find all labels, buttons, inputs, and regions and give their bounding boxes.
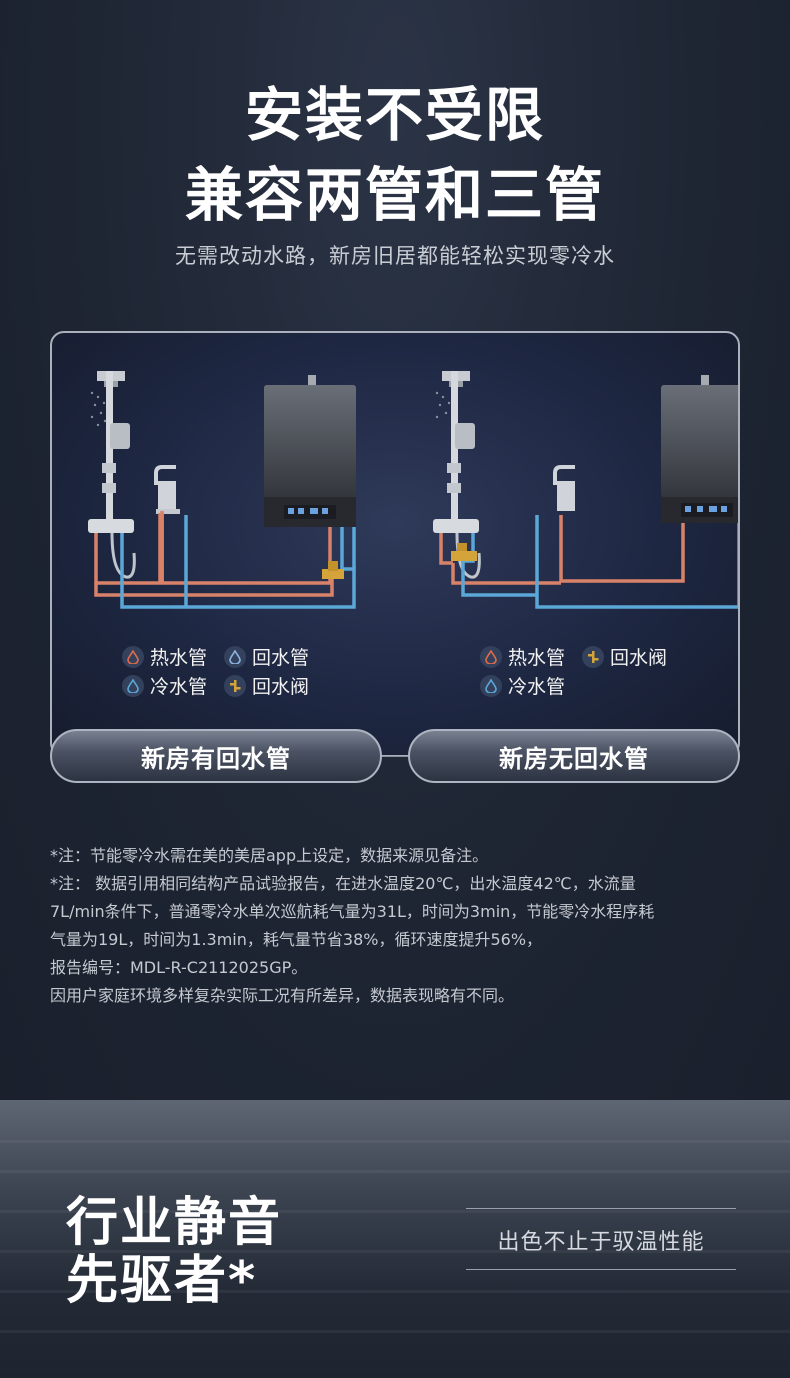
with-return-pipe-button[interactable]: 新房有回水管	[50, 729, 382, 783]
legend-return-valve-right: 回水阀	[582, 643, 667, 670]
note-line-5: 报告编号：MDL-R-C2112025GP。	[50, 958, 308, 977]
installation-diagram-panel: 热水管 回水管 冷水管 回水阀 热水管	[50, 331, 740, 757]
hot-water-drop-icon	[480, 645, 502, 668]
note-line-2: *注： 数据引用相同结构产品试验报告，在进水温度20℃，出水温度42℃，水流量	[50, 874, 636, 893]
valve-icon	[582, 645, 604, 668]
subtitle: 无需改动水路，新房旧居都能轻松实现零冷水	[175, 244, 615, 268]
note-line-1: *注：节能零冷水需在美的美居app上设定，数据来源见备注。	[50, 846, 489, 865]
pill-connector	[382, 756, 408, 757]
legend-return-valve: 回水阀	[224, 672, 309, 699]
faucet-icon	[553, 465, 575, 511]
bottom-title-line-1: 行业静音	[66, 1193, 283, 1253]
shower-icon	[433, 371, 481, 579]
bottom-subtitle: 出色不止于驭温性能	[497, 1230, 705, 1255]
note-line-4: 气量为19L，时间为1.3min，耗气量节省38%，循环速度提升56%，	[50, 930, 543, 949]
hot-water-drop-icon	[122, 645, 144, 668]
hot-pipe-line	[94, 527, 332, 585]
three-pipe-diagram	[88, 371, 356, 609]
cold-pipe-line	[120, 527, 356, 609]
without-return-pipe-button[interactable]: 新房无回水管	[408, 729, 740, 783]
headline-line-1: 安装不受限	[244, 81, 545, 149]
return-water-drop-icon	[224, 645, 246, 668]
top-section: 安装不受限 兼容两管和三管 无需改动水路，新房旧居都能轻松实现零冷水	[0, 0, 790, 1100]
divider-bottom	[466, 1269, 736, 1270]
water-heater-icon	[264, 375, 356, 527]
water-heater-icon	[661, 375, 738, 523]
legend-hot-pipe: 热水管	[122, 643, 207, 670]
headline-line-2: 兼容两管和三管	[184, 161, 605, 229]
divider-top	[466, 1208, 736, 1209]
legend-cold-pipe-right: 冷水管	[480, 672, 565, 699]
note-line-6: 因用户家庭环境多样复杂实际工况有所差异，数据表现略有不同。	[50, 986, 515, 1005]
return-valve-icon	[451, 543, 477, 561]
legend-hot-pipe-right: 热水管	[480, 643, 565, 670]
bottom-banner: 行业静音 先驱者* 出色不止于驭温性能	[0, 1100, 790, 1378]
valve-icon	[224, 674, 246, 697]
faucet-icon	[154, 465, 180, 514]
return-valve-icon	[322, 561, 344, 579]
legend-cold-pipe: 冷水管	[122, 672, 207, 699]
bottom-title-line-2: 先驱者*	[66, 1251, 258, 1311]
legend-return-pipe: 回水管	[224, 643, 309, 670]
shower-icon	[88, 371, 136, 579]
two-pipe-diagram	[433, 371, 738, 609]
cold-water-drop-icon	[122, 674, 144, 697]
note-line-3: 7L/min条件下，普通零冷水单次巡航耗气量为31L，时间为3min，节能零冷水…	[50, 902, 655, 921]
cold-water-drop-icon	[480, 674, 502, 697]
